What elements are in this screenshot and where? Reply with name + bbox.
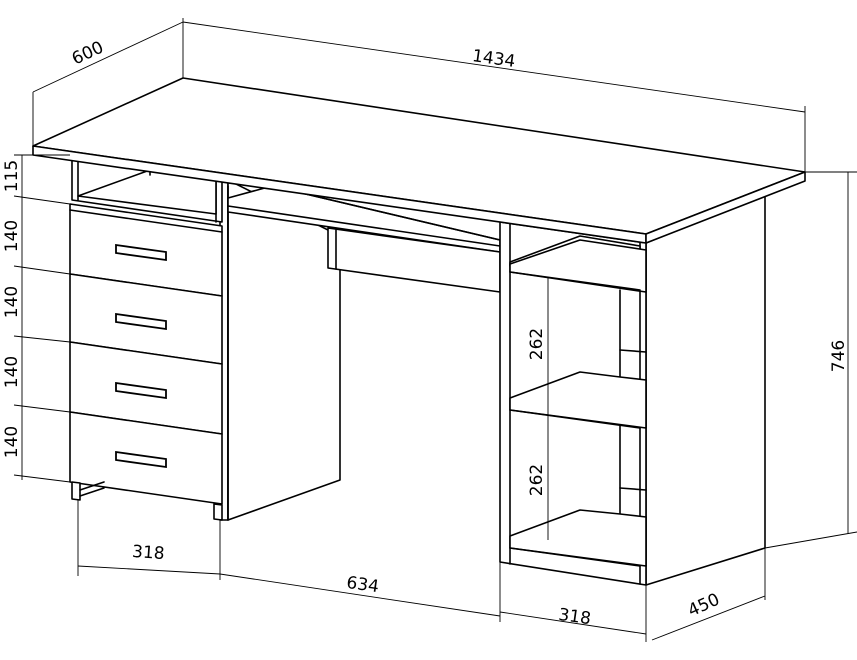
dim-depth-side: 450 <box>685 590 723 621</box>
desk-body <box>32 77 806 586</box>
dim-gap-top: 115 <box>2 160 22 192</box>
dim-shelf-upper: 262 <box>527 328 547 360</box>
drawer-stack <box>69 203 223 505</box>
tabletop-side-edge <box>645 171 806 244</box>
right-side-panel <box>645 194 766 586</box>
left-leg-back <box>213 503 223 521</box>
dim-width-middle: 634 <box>345 573 380 597</box>
drawer-2-handle-icon[interactable] <box>115 312 167 331</box>
dim-shelf-lower: 262 <box>527 464 547 496</box>
middle-leg-side <box>227 179 341 521</box>
dimension-lines <box>13 18 857 642</box>
dim-drawer-2: 140 <box>2 286 22 318</box>
shelf-top <box>509 239 647 293</box>
drawer-4-handle-icon[interactable] <box>115 450 167 469</box>
dim-drawer-4: 140 <box>2 426 22 458</box>
dim-width-left: 318 <box>131 542 165 564</box>
left-leg-front <box>71 481 81 501</box>
dim-drawer-3: 140 <box>2 356 22 388</box>
dim-width-total: 1434 <box>471 46 517 72</box>
dim-depth-top: 600 <box>69 38 107 70</box>
dim-width-right: 318 <box>557 605 592 629</box>
drawer-1-handle-icon[interactable] <box>115 243 167 262</box>
drawer-3-handle-icon[interactable] <box>115 381 167 400</box>
dim-drawer-1: 140 <box>2 220 22 252</box>
dim-height-total: 746 <box>829 340 849 372</box>
